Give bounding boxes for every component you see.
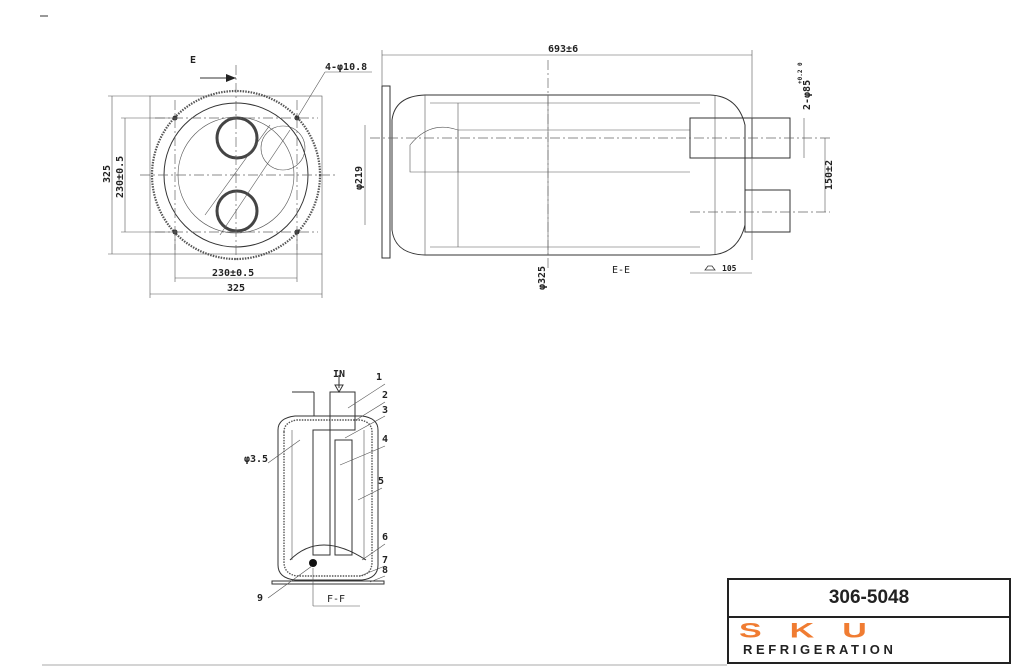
front-view: E 4-φ10.8 325 230±0.5 230±0.5 325 <box>102 55 372 298</box>
hole-label: φ3.5 <box>244 454 268 465</box>
callout-5: 5 <box>378 476 384 487</box>
callout-9: 9 <box>257 593 263 604</box>
logo-subtext: REFRIGERATION <box>743 642 897 657</box>
dim-height: 325 <box>102 165 113 183</box>
callout-3: 3 <box>382 405 388 416</box>
side-view: 693±6 2-φ85 +0.2 0 150±2 φ219 φ325 E-E 1… <box>354 44 835 290</box>
dim-hole-horizontal: 230±0.5 <box>212 268 254 279</box>
callout-2: 2 <box>382 390 388 401</box>
sku-refrigeration-logo: SKU REFRIGERATION <box>729 618 1009 664</box>
callout-1: 1 <box>376 372 382 383</box>
title-block: 306-5048 SKU REFRIGERATION <box>727 578 1011 664</box>
dim-offset: 150±2 <box>824 160 835 190</box>
dim-body: φ325 <box>537 266 548 290</box>
section-label-ff: F-F <box>327 594 345 605</box>
section-view: IN φ3.5 1 2 3 4 5 6 7 8 9 F-F <box>244 369 388 607</box>
dim-length: 693±6 <box>548 44 578 55</box>
inlet-label: IN <box>333 369 345 380</box>
dim-pipe-tolerance: +0.2 0 <box>797 62 804 84</box>
callout-4: 4 <box>382 434 388 445</box>
section-label-ee: E-E <box>612 265 630 276</box>
section-mark-e: E <box>190 55 196 66</box>
part-number: 306-5048 <box>729 580 1009 618</box>
hole-note: 4-φ10.8 <box>325 62 367 73</box>
callout-8: 8 <box>382 565 388 576</box>
callout-7: 7 <box>382 555 388 566</box>
callout-6: 6 <box>382 532 388 543</box>
logo-text: SKU <box>739 618 895 643</box>
dim-width: 325 <box>227 283 245 294</box>
dim-pipe-length: 105 <box>722 264 737 273</box>
dim-hole-vertical: 230±0.5 <box>115 156 126 198</box>
dim-pipe: 2-φ85 <box>802 80 813 110</box>
dim-flange: φ219 <box>354 166 365 190</box>
